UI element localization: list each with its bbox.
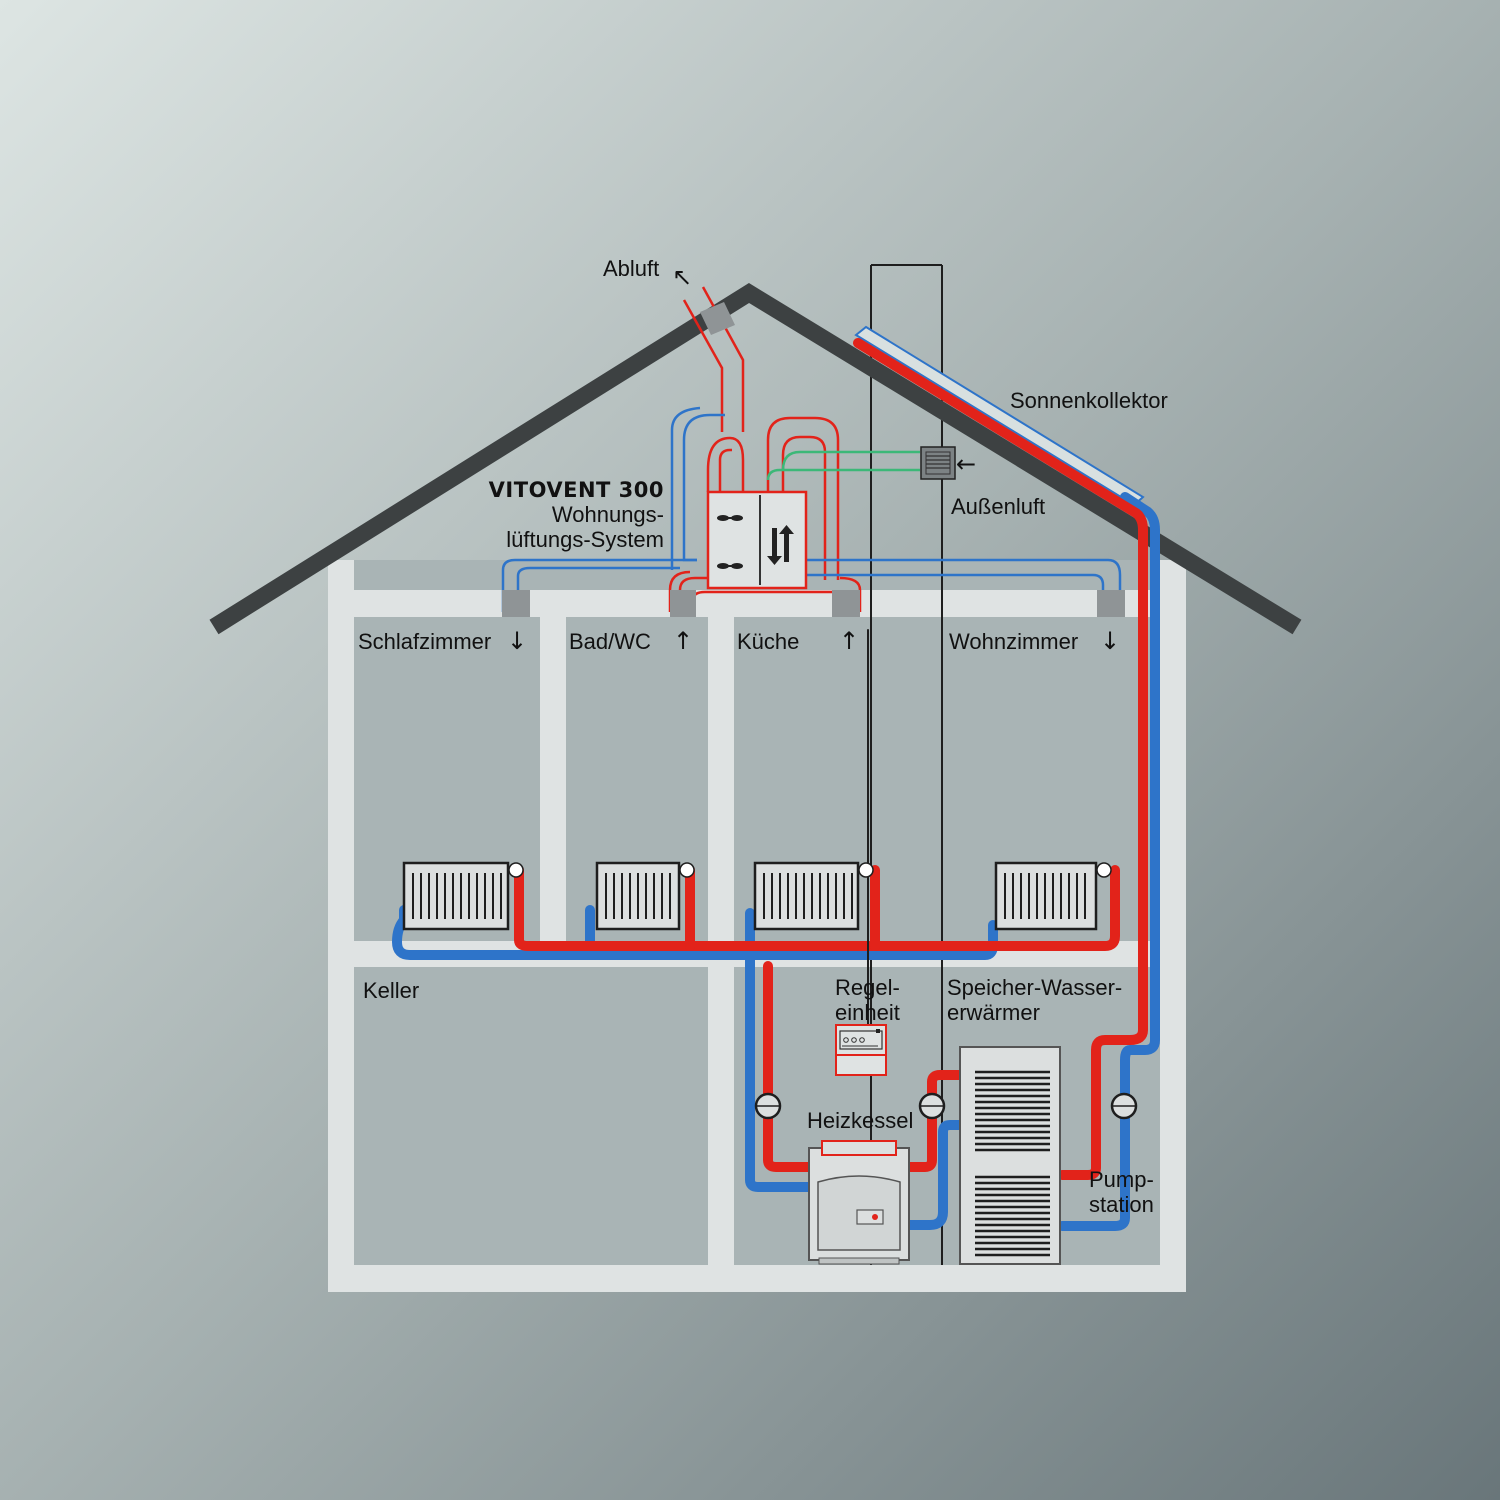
room-label-bad-wc: Bad/WC [569, 629, 651, 654]
pump-station-label-line1: Pump- [1089, 1167, 1154, 1192]
room-label-schlafzimmer: Schlafzimmer [358, 629, 491, 654]
labels: Abluft ↖ VITOVENT 300 Wohnungs- lüftungs… [358, 256, 1168, 1217]
airflow-arrow-icon: ↓ [507, 627, 527, 655]
pump-station-label-line2: station [1089, 1192, 1154, 1217]
solar-collector [854, 325, 1145, 507]
outside-air-intake [920, 446, 956, 480]
radiator-flow-branch [685, 865, 880, 951]
pumps [754, 1092, 1138, 1120]
outside-air-label: Außenluft [951, 494, 1045, 519]
airflow-arrow-icon: ↑ [839, 627, 859, 655]
ventilation-unit [706, 490, 808, 590]
room-keller-left [354, 967, 708, 1265]
boiler-label: Heizkessel [807, 1108, 913, 1133]
thermostat-valve-icon [858, 862, 874, 878]
tank-label-line1: Speicher-Wasser- [947, 975, 1122, 1000]
radiator-flow-pipe [514, 865, 1120, 951]
control-unit [835, 1024, 887, 1076]
solar-flow-pipe [853, 338, 1148, 1180]
tank-upper-coil [975, 1070, 1050, 1152]
pump-icon [1110, 1092, 1138, 1120]
thermostat-valve-icon [1096, 862, 1112, 878]
solar-collector-label: Sonnenkollektor [1010, 388, 1168, 413]
solar-return-pipe [1057, 492, 1160, 1231]
tank-flow-pipe [905, 1070, 965, 1172]
fan-icon [717, 515, 743, 521]
boiler [808, 1140, 910, 1265]
thermostat-valve-icon [508, 862, 524, 878]
control-unit-label-line2: einheit [835, 1000, 900, 1025]
room-label-wohnzimmer: Wohnzimmer [949, 629, 1078, 654]
room-label-kueche: Küche [737, 629, 799, 654]
roof [209, 283, 1302, 635]
tank-label-line2: erwärmer [947, 1000, 1040, 1025]
radiators [402, 861, 1112, 931]
system-subtitle-line2: lüftungs-System [506, 527, 664, 552]
tank-return-pipe [905, 1120, 965, 1230]
storage-tank [959, 1046, 1061, 1265]
airflow-arrow-icon: ↑ [673, 627, 693, 655]
system-name: VITOVENT 300 [489, 478, 664, 502]
boiler-return-pipe [745, 908, 815, 1192]
exhaust-arrow-icon: ↖ [672, 263, 692, 291]
fan-icon [717, 563, 743, 569]
airflow-arrow-icon: ↓ [1100, 627, 1120, 655]
outside-air-arrow-icon: ← [956, 450, 976, 478]
radiator [402, 861, 524, 931]
boiler-flow-pipe [763, 961, 815, 1172]
pump-icon [918, 1092, 946, 1120]
heat-exchange-arrows-icon [767, 525, 794, 565]
control-unit-label-line1: Regel- [835, 975, 900, 1000]
tank-lower-coil [975, 1175, 1050, 1257]
exhaust-duct [682, 286, 745, 432]
system-subtitle-line1: Wohnungs- [552, 502, 664, 527]
radiator [994, 861, 1112, 931]
thermostat-valve-icon [679, 862, 695, 878]
radiator [753, 861, 874, 931]
duct-sleeves [502, 590, 1125, 617]
cellar-label: Keller [363, 978, 419, 1003]
radiator [595, 861, 695, 931]
pump-icon [754, 1092, 782, 1120]
radiator-return-pipe [392, 905, 998, 960]
heating-pipes [392, 338, 1160, 1231]
exhaust-label: Abluft [603, 256, 659, 281]
